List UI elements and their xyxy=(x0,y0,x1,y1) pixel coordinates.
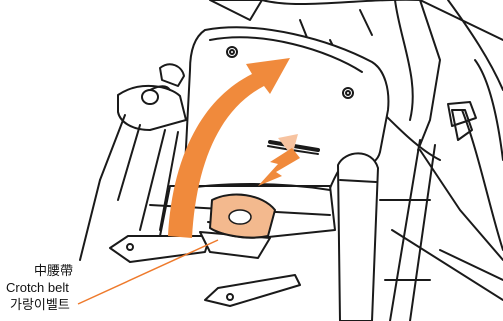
crotch-belt-label-english: Crotch belt xyxy=(6,279,69,296)
front-right-tube xyxy=(338,153,378,321)
crotch-belt-label-korean: 가랑이벨트 xyxy=(10,296,70,313)
left-footrest-bar xyxy=(110,236,210,262)
crotch-buckle-icon xyxy=(210,195,275,238)
left-armrest xyxy=(100,64,186,200)
right-footrest-bar xyxy=(205,275,300,306)
rear-right-frame xyxy=(380,110,503,321)
crotch-belt-label-chinese: 中腰帶 xyxy=(34,262,73,279)
